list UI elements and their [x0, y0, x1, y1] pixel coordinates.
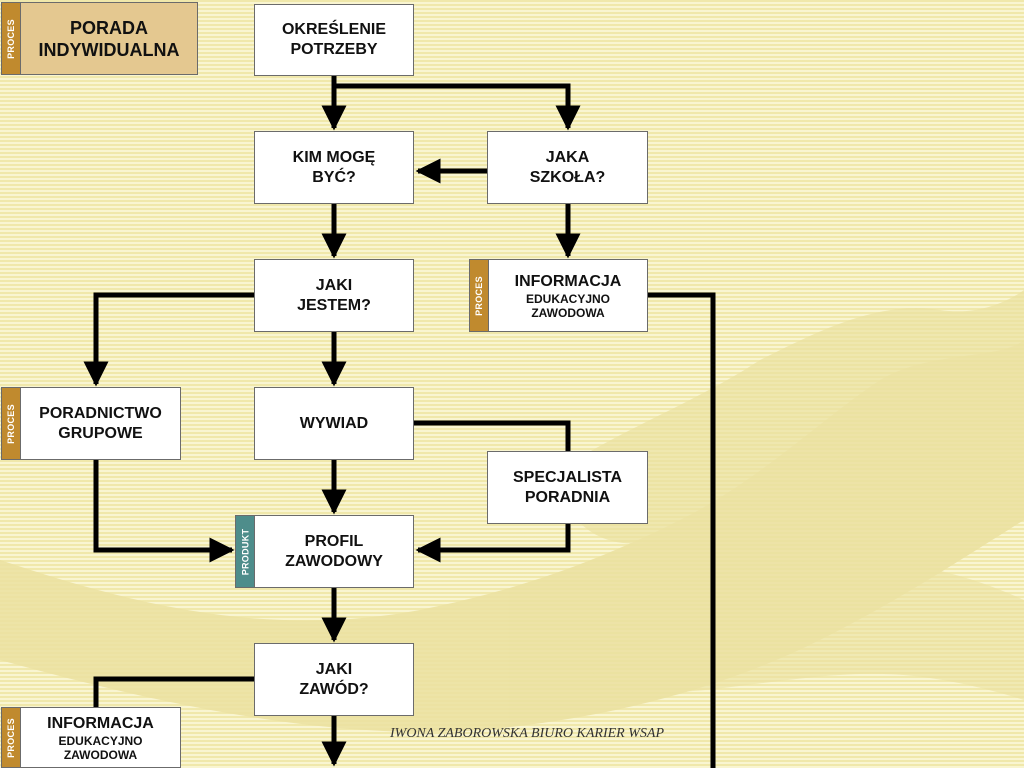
node-jaka-szkola: JAKA SZKOŁA? — [487, 131, 648, 204]
line-jaki-zawod-informacja2 — [93, 676, 254, 707]
title-line1: PORADA — [69, 17, 148, 38]
node-jaki-zawod: JAKI ZAWÓD? — [254, 643, 414, 716]
arrow-okreslenie-jaka-szkola — [334, 83, 581, 131]
node-profil-zawodowy: PROFIL ZAWODOWY — [254, 515, 414, 588]
node-kim-moge-byc: KIM MOGĘ BYĆ? — [254, 131, 414, 204]
arrow-poradnictwo-profil — [93, 460, 235, 563]
profil-product-tag: PRODUKT — [235, 515, 255, 588]
node-okreslenie-potrzeby: OKREŚLENIE POTRZEBY — [254, 4, 414, 76]
title-process-tag: PROCES — [1, 2, 21, 75]
node-informacja-edukacyjno-zawodowa-2: INFORMACJA EDUKACYJNO ZAWODOWA — [20, 707, 181, 768]
arrow-jaki-jestem-poradnictwo — [83, 292, 254, 387]
node-wywiad: WYWIAD — [254, 387, 414, 460]
node-poradnictwo-grupowe: PORADNICTWO GRUPOWE — [20, 387, 181, 460]
node-informacja-edukacyjno-zawodowa-1: INFORMACJA EDUKACYJNO ZAWODOWA — [488, 259, 648, 332]
informacja2-process-tag: PROCES — [1, 707, 21, 768]
footer-credit: IWONA ZABOROWSKA BIURO KARIER WSAP — [390, 726, 664, 741]
node-specjalista-poradnia: SPECJALISTA PORADNIA — [487, 451, 648, 524]
informacja1-process-tag: PROCES — [469, 259, 489, 332]
line-wywiad-specjalista — [414, 420, 571, 451]
poradnictwo-process-tag: PROCES — [1, 387, 21, 460]
diagram-title: PORADA INDYWIDUALNA — [20, 2, 198, 75]
title-line2: INDYWIDUALNA — [38, 39, 180, 60]
line-informacja-right — [648, 292, 716, 768]
arrow-specjalista-profil — [415, 524, 571, 563]
node-jaki-jestem: JAKI JESTEM? — [254, 259, 414, 332]
